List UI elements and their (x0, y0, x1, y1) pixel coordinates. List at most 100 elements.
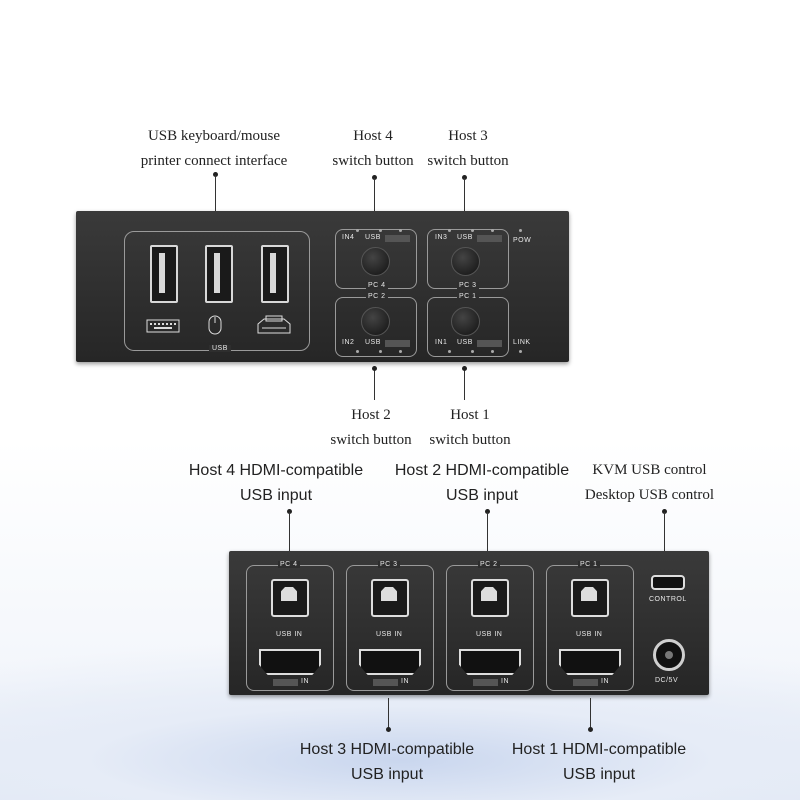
led (491, 229, 494, 232)
host3-switch-button[interactable] (451, 247, 480, 276)
indicator-bar (273, 679, 298, 686)
kvm-front-panel: USB IN4 USB PC 4 IN3 USB PC 3 PC 2 IN2 U… (76, 211, 569, 362)
usb-group-label: USB (209, 345, 231, 352)
in2-label: IN2 (342, 339, 355, 346)
host2-switch-label: Host 2 switch button (330, 407, 412, 448)
host3-switch-label: Host 3 switch button (427, 128, 509, 169)
indicator-bar (385, 235, 410, 242)
dc-label: DC/5V (655, 677, 679, 684)
link-led (519, 350, 522, 353)
pc2-hdmi-port (459, 649, 521, 675)
host4-hdmi-label: Host 4 HDMI-compatible USB input (188, 462, 364, 504)
pc2-usb-in-label: USB IN (476, 631, 503, 638)
leader-line (664, 512, 665, 570)
leader-line (374, 178, 375, 226)
host4-switch-button[interactable] (361, 247, 390, 276)
host2-hdmi-label: Host 2 HDMI-compatible USB input (394, 462, 570, 504)
in4-label: IN4 (342, 234, 355, 241)
leader-line (464, 178, 465, 226)
pc1-in-label: IN (601, 678, 609, 685)
kvm-back-panel: PC 4 USB IN IN PC 3 USB IN IN PC 2 USB I… (229, 551, 709, 695)
host2-switch-button[interactable] (361, 307, 390, 336)
pc2-back-label: PC 2 (478, 561, 500, 568)
pc4-in-label: IN (301, 678, 309, 685)
led (356, 229, 359, 232)
host3-hdmi-label: Host 3 HDMI-compatible USB input (299, 741, 475, 783)
pc4-usb-in-port (271, 579, 309, 617)
indicator-bar (573, 679, 598, 686)
usb1-label: USB (457, 339, 473, 346)
host4-switch-label: Host 4 switch button (332, 128, 414, 169)
leader-dot (372, 175, 377, 180)
pc1-usb-in-label: USB IN (576, 631, 603, 638)
host1-hdmi-label: Host 1 HDMI-compatible USB input (511, 741, 687, 783)
pc3-usb-in-port (371, 579, 409, 617)
usb4-label: USB (365, 234, 381, 241)
led (471, 350, 474, 353)
pc3-usb-in-label: USB IN (376, 631, 403, 638)
led (399, 229, 402, 232)
indicator-bar (373, 679, 398, 686)
pc3-back-label: PC 3 (378, 561, 400, 568)
pc3-label: PC 3 (457, 282, 479, 289)
leader-dot (588, 727, 593, 732)
usb2-label: USB (365, 339, 381, 346)
leader-dot (662, 509, 667, 514)
pc4-usb-in-label: USB IN (276, 631, 303, 638)
dc-power-jack (653, 639, 685, 671)
led (379, 350, 382, 353)
usb-port-keyboard (150, 245, 178, 303)
indicator-bar (477, 235, 502, 242)
host1-switch-label: Host 1 switch button (429, 407, 511, 448)
led (448, 229, 451, 232)
pc1-label: PC 1 (457, 293, 479, 300)
led (491, 350, 494, 353)
leader-dot (386, 727, 391, 732)
usb-port-mouse (205, 245, 233, 303)
leader-line (374, 366, 375, 400)
pc2-in-label: IN (501, 678, 509, 685)
pc1-hdmi-port (559, 649, 621, 675)
indicator-bar (385, 340, 410, 347)
pc3-in-label: IN (401, 678, 409, 685)
kvm-usb-control-label: KVM USB control Desktop USB control (584, 462, 715, 503)
pc4-back-label: PC 4 (278, 561, 300, 568)
printer-icon (257, 315, 291, 334)
in1-label: IN1 (435, 339, 448, 346)
pc4-hdmi-port (259, 649, 321, 675)
leader-line (388, 698, 389, 728)
pc1-back-label: PC 1 (578, 561, 600, 568)
usb-port-printer (261, 245, 289, 303)
indicator-bar (473, 679, 498, 686)
pc2-label: PC 2 (366, 293, 388, 300)
keyboard-icon (146, 319, 180, 333)
pow-label: POW (513, 237, 532, 244)
leader-dot (213, 172, 218, 177)
led (356, 350, 359, 353)
leader-line (487, 512, 488, 570)
leader-line (464, 366, 465, 400)
led (448, 350, 451, 353)
micro-usb-control-port (651, 575, 685, 590)
link-label: LINK (513, 339, 531, 346)
leader-line (215, 175, 216, 235)
pc2-usb-in-port (471, 579, 509, 617)
host1-switch-button[interactable] (451, 307, 480, 336)
leader-dot (485, 509, 490, 514)
leader-dot (287, 509, 292, 514)
pc1-usb-in-port (571, 579, 609, 617)
leader-dot (462, 366, 467, 371)
indicator-bar (477, 340, 502, 347)
pc4-label: PC 4 (366, 282, 388, 289)
leader-line (289, 512, 290, 570)
control-label: CONTROL (649, 596, 687, 603)
led (379, 229, 382, 232)
usb-interface-label: USB keyboard/mouse printer connect inter… (140, 128, 288, 169)
in3-label: IN3 (435, 234, 448, 241)
pc3-hdmi-port (359, 649, 421, 675)
leader-line (590, 698, 591, 728)
power-led (519, 229, 522, 232)
usb3-label: USB (457, 234, 473, 241)
led (471, 229, 474, 232)
leader-dot (462, 175, 467, 180)
